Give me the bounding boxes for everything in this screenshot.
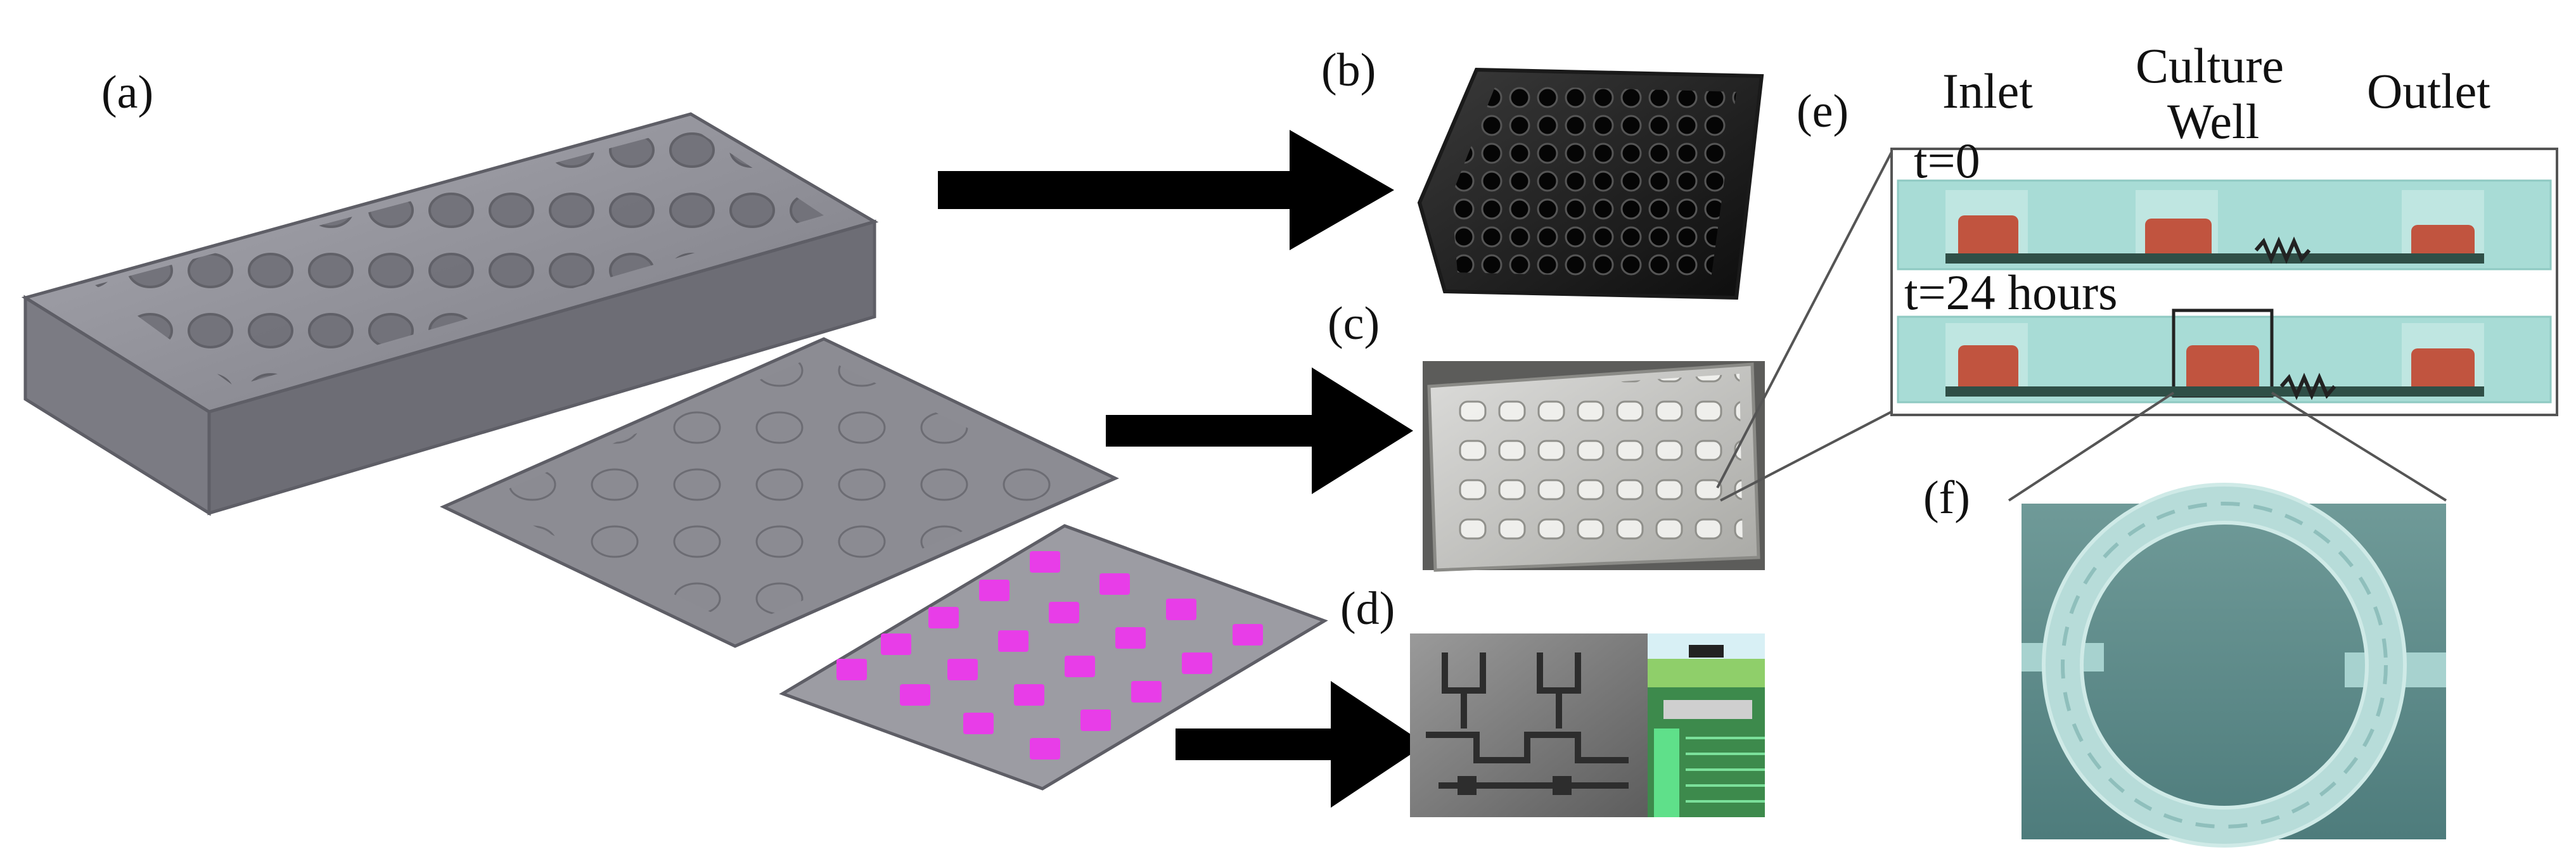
arrow-to-c (1106, 367, 1413, 494)
panel-d: (d) (1340, 583, 1765, 817)
plate-top-layer (21, 112, 879, 516)
plate-bottom-layer (779, 524, 1328, 791)
panel-c: (c) (1328, 298, 1765, 572)
inlet-label: Inlet (1942, 63, 2033, 118)
outlet-label: Outlet (2367, 63, 2490, 118)
arrow-to-b (938, 130, 1394, 250)
panel-f-label: (f) (1923, 472, 1970, 524)
electrode-chip-photo (1410, 633, 1765, 817)
culture-well-label-line1: Culture (2136, 38, 2284, 93)
electrode-pads (836, 551, 1263, 760)
black-96-well-plate (1417, 67, 1764, 300)
culture-well-label-line2: Well (2167, 94, 2259, 149)
panel-d-label: (d) (1340, 583, 1395, 635)
arrow-to-d (1176, 681, 1426, 808)
channel-t0 (1897, 179, 2552, 270)
culture-ring-micrograph (2022, 483, 2446, 848)
panel-a-label: (a) (101, 67, 153, 118)
panel-b: (b) (1321, 44, 1764, 300)
panel-b-label: (b) (1321, 44, 1376, 96)
panel-e: (e) Inlet Culture Well Outlet t=0 t=24 h… (1797, 38, 2558, 416)
time-end-label: t=24 hours (1904, 265, 2118, 320)
panel-f: (f) (1923, 472, 2446, 848)
zoom-lines-c-to-e (1716, 151, 1893, 502)
panel-e-label: (e) (1797, 86, 1849, 137)
clear-microfluidic-plate (1423, 361, 1765, 572)
channel-t24 (1897, 309, 2552, 404)
panel-c-label: (c) (1328, 298, 1380, 350)
panel-a: (a) (21, 67, 1328, 791)
plate-middle-layer (440, 337, 1119, 648)
zoom-lines-e-to-f (2008, 391, 2447, 502)
time-start-label: t=0 (1914, 133, 1980, 188)
arrows (938, 130, 1426, 808)
